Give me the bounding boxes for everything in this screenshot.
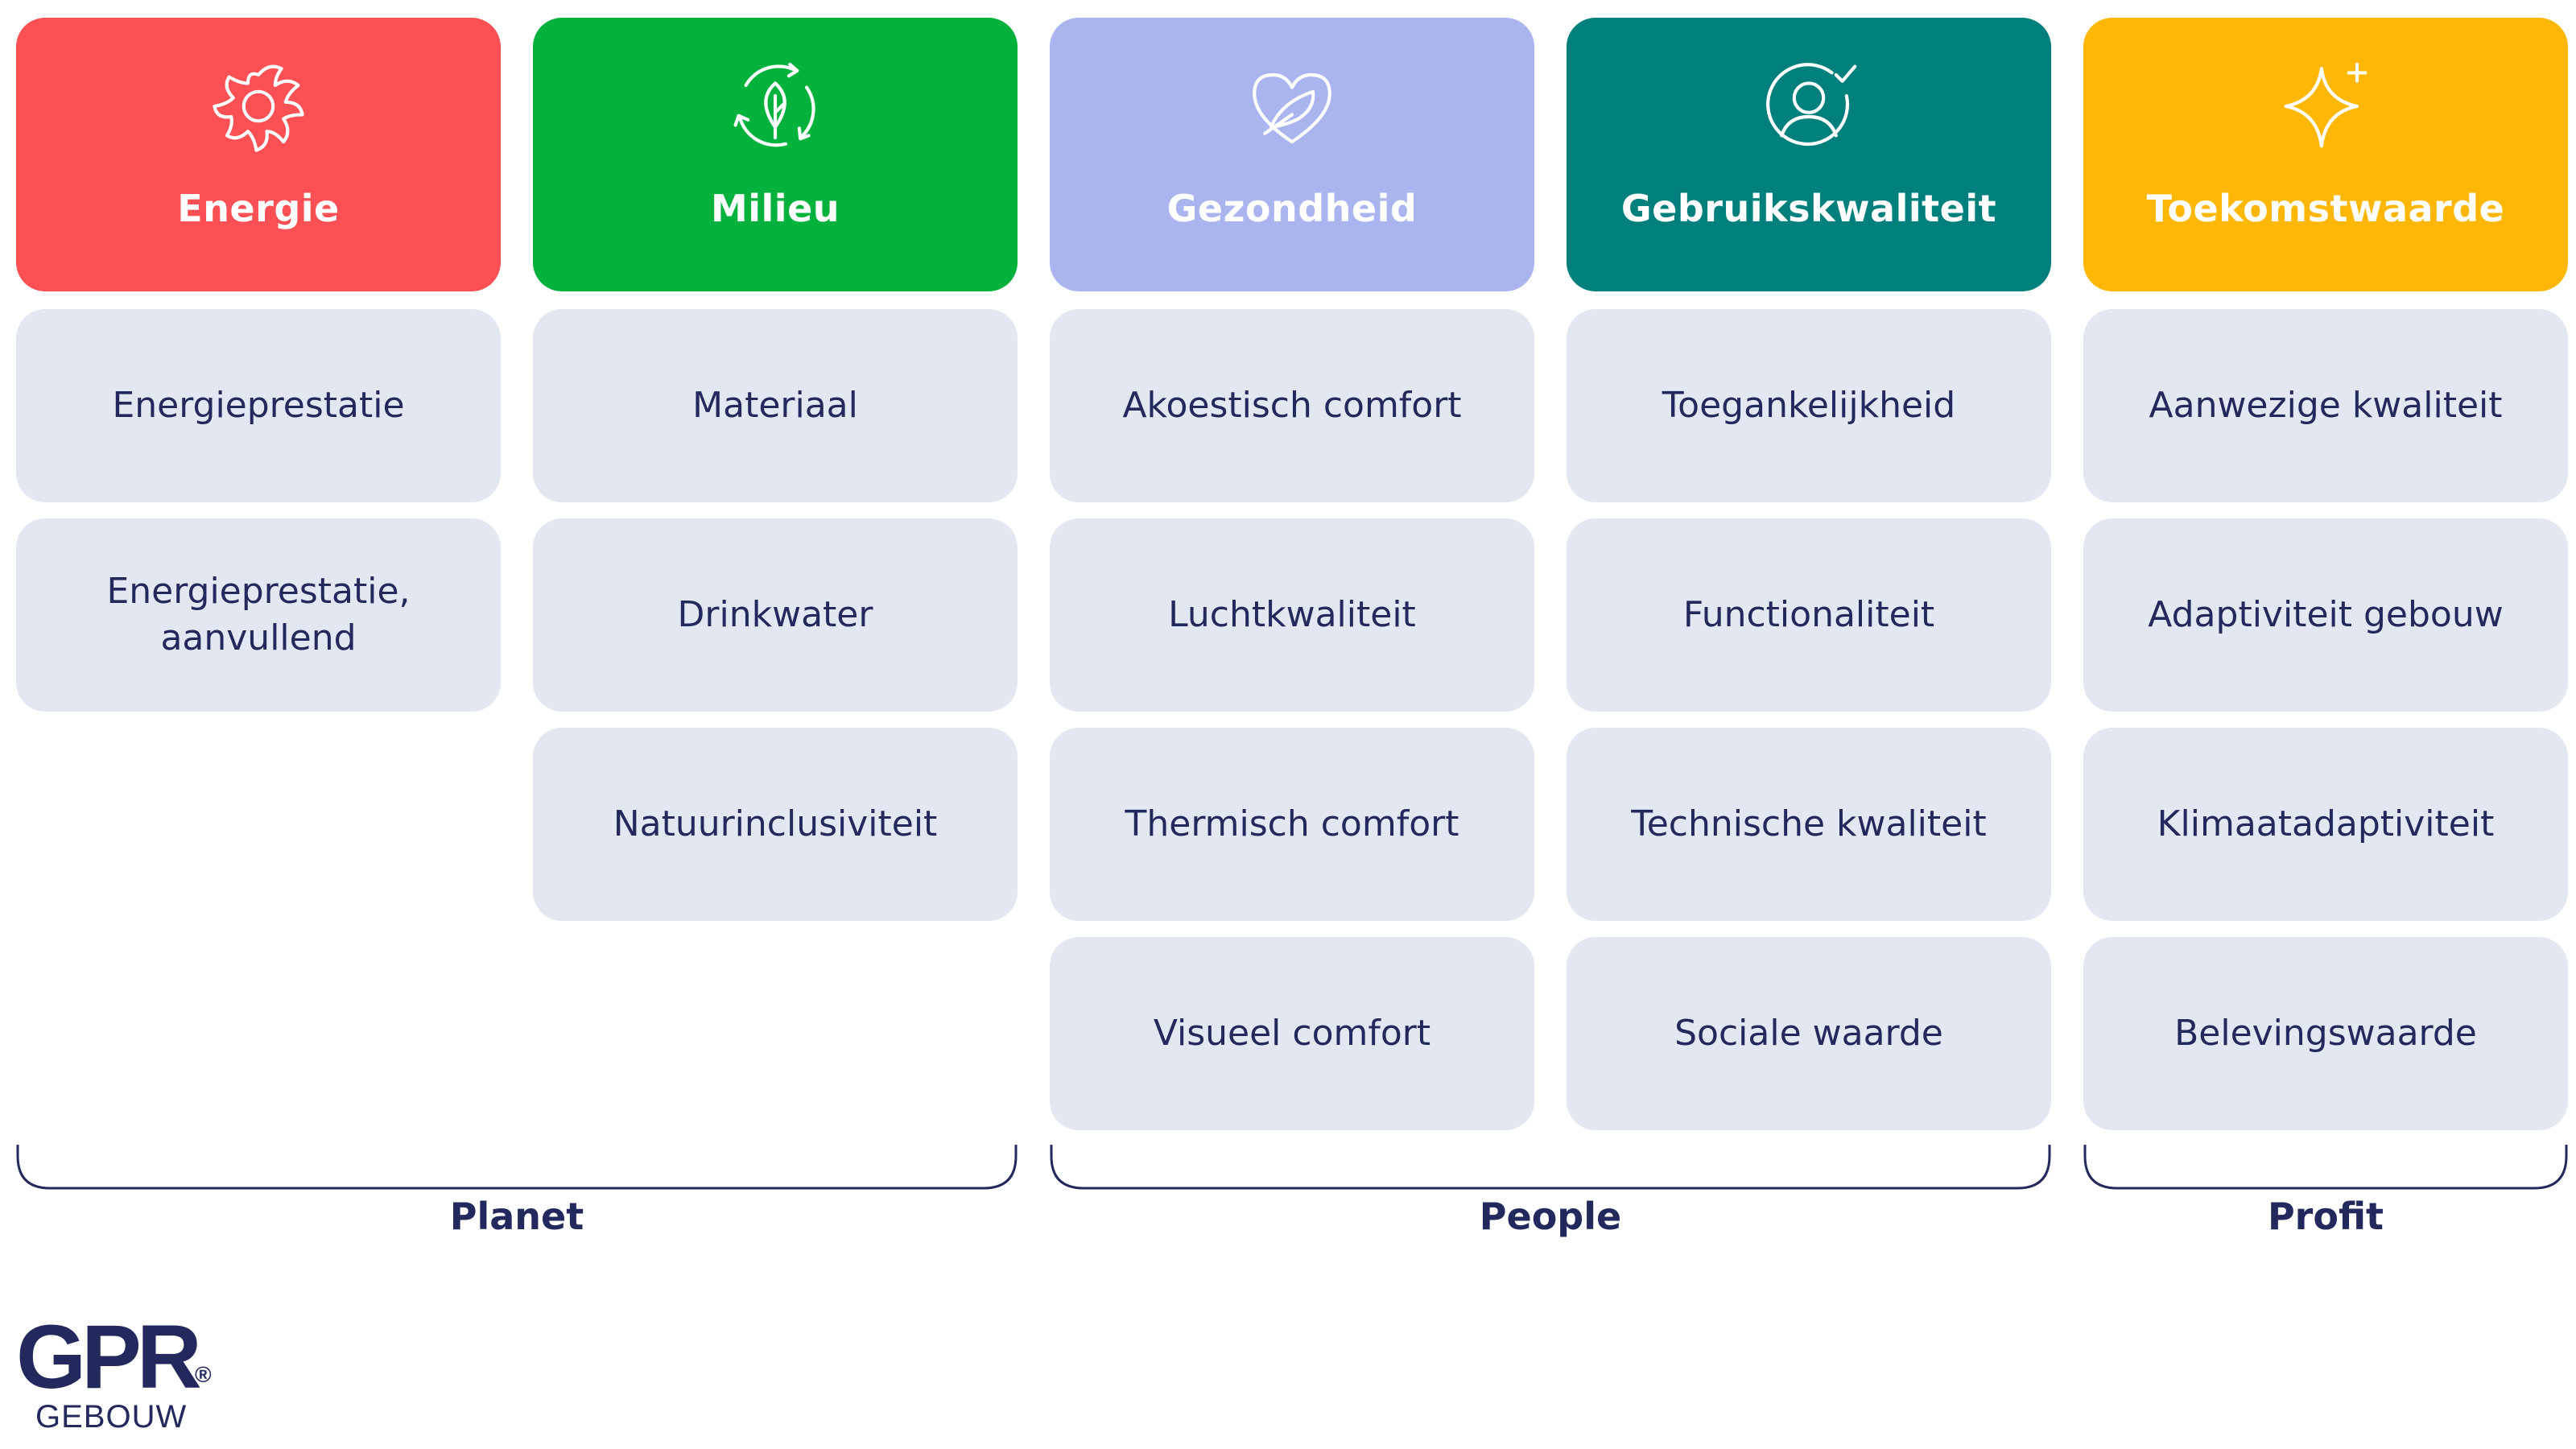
- header-toekomstwaarde[interactable]: Toekomstwaarde: [2083, 18, 2568, 291]
- card-thermisch-comfort[interactable]: Thermisch comfort: [1050, 728, 1534, 921]
- card-energieprestatie[interactable]: Energieprestatie: [16, 309, 501, 502]
- header-title: Toekomstwaarde: [2146, 187, 2505, 230]
- logo-sub-text: GEBOUW: [35, 1399, 188, 1435]
- brace-profit: [2083, 1143, 2568, 1191]
- heart-feather-icon: [1236, 50, 1348, 163]
- header-title: Milieu: [710, 187, 840, 230]
- header-title: Energie: [177, 187, 340, 230]
- column-gezondheid: Gezondheid Akoestisch comfort Luchtkwali…: [1050, 18, 1534, 1130]
- card-sociale-waarde[interactable]: Sociale waarde: [1567, 937, 2051, 1130]
- column-toekomstwaarde: Toekomstwaarde Aanwezige kwaliteit Adapt…: [2083, 18, 2568, 1130]
- header-title: Gezondheid: [1166, 187, 1418, 230]
- card-luchtkwaliteit[interactable]: Luchtkwaliteit: [1050, 518, 1534, 712]
- card-toegankelijkheid[interactable]: Toegankelijkheid: [1567, 309, 2051, 502]
- column-milieu: Milieu Materiaal Drinkwater Natuurinclus…: [533, 18, 1018, 921]
- group-label-planet: Planet: [449, 1195, 584, 1238]
- header-gebruikskwaliteit[interactable]: Gebruikskwaliteit: [1567, 18, 2051, 291]
- header-gezondheid[interactable]: Gezondheid: [1050, 18, 1534, 291]
- card-functionaliteit[interactable]: Functionaliteit: [1567, 518, 2051, 712]
- header-milieu[interactable]: Milieu: [533, 18, 1018, 291]
- header-title: Gebruikskwaliteit: [1620, 187, 1997, 230]
- group-label-profit: Profit: [2267, 1195, 2384, 1238]
- logo-registered-mark: ®: [195, 1362, 212, 1387]
- brace-people: [1050, 1143, 2051, 1191]
- card-klimaatadaptiviteit[interactable]: Klimaatadaptiviteit: [2083, 728, 2568, 921]
- card-adaptiviteit-gebouw[interactable]: Adaptiviteit gebouw: [2083, 518, 2568, 712]
- fan-icon: [202, 50, 315, 163]
- card-materiaal[interactable]: Materiaal: [533, 309, 1018, 502]
- gpr-gebouw-logo: GPR ® GEBOUW: [16, 1307, 233, 1435]
- card-akoestisch-comfort[interactable]: Akoestisch comfort: [1050, 309, 1534, 502]
- header-energie[interactable]: Energie: [16, 18, 501, 291]
- brace-planet: [16, 1143, 1018, 1191]
- card-natuurinclusiviteit[interactable]: Natuurinclusiviteit: [533, 728, 1018, 921]
- group-label-people: People: [1479, 1195, 1622, 1238]
- column-gebruikskwaliteit: Gebruikskwaliteit Toegankelijkheid Funct…: [1567, 18, 2051, 1130]
- card-visueel-comfort[interactable]: Visueel comfort: [1050, 937, 1534, 1130]
- card-drinkwater[interactable]: Drinkwater: [533, 518, 1018, 712]
- sparkle-icon: [2269, 50, 2382, 163]
- logo-main-text: GPR: [16, 1307, 202, 1407]
- card-belevingswaarde[interactable]: Belevingswaarde: [2083, 937, 2568, 1130]
- column-energie: Energie Energieprestatie Energieprestati…: [16, 18, 501, 712]
- leaf-cycle-icon: [719, 50, 832, 163]
- user-check-icon: [1752, 50, 1865, 163]
- card-technische-kwaliteit[interactable]: Technische kwaliteit: [1567, 728, 2051, 921]
- card-aanwezige-kwaliteit[interactable]: Aanwezige kwaliteit: [2083, 309, 2568, 502]
- card-energieprestatie-aanvullend[interactable]: Energieprestatie, aanvullend: [16, 518, 501, 712]
